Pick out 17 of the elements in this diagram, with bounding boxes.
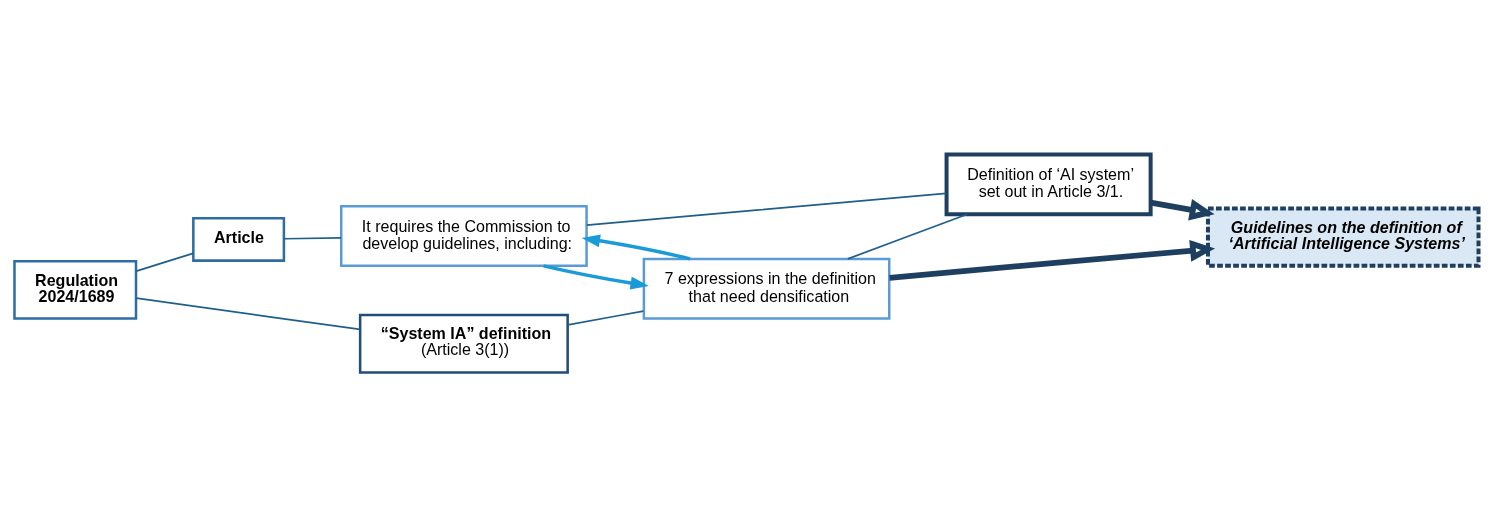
connector bbox=[585, 192, 948, 227]
connector bbox=[847, 213, 969, 260]
connector bbox=[283, 237, 342, 240]
connector bbox=[135, 252, 194, 272]
connector bbox=[567, 310, 645, 326]
arrow bbox=[889, 239, 1216, 281]
arrow bbox=[543, 264, 649, 290]
node-box: Article bbox=[192, 216, 286, 262]
node-box: Definition of ‘AI system’ set out in Article 3/1. bbox=[944, 152, 1153, 217]
node-box: Guidelines on the definition of ‘Artificial Intelligence Systems’ bbox=[1205, 206, 1481, 268]
connector bbox=[135, 297, 361, 331]
arrow bbox=[1150, 199, 1215, 221]
node-box: It requires the Commission to develop guidelines, including: bbox=[339, 204, 588, 268]
node-box: “System IA” definition (Article 3(1)) bbox=[358, 313, 569, 374]
node-box: Regulation 2024/1689 bbox=[13, 259, 138, 320]
arrow bbox=[581, 234, 691, 261]
node-box: 7 expressions in the definition that need densification bbox=[642, 257, 891, 320]
